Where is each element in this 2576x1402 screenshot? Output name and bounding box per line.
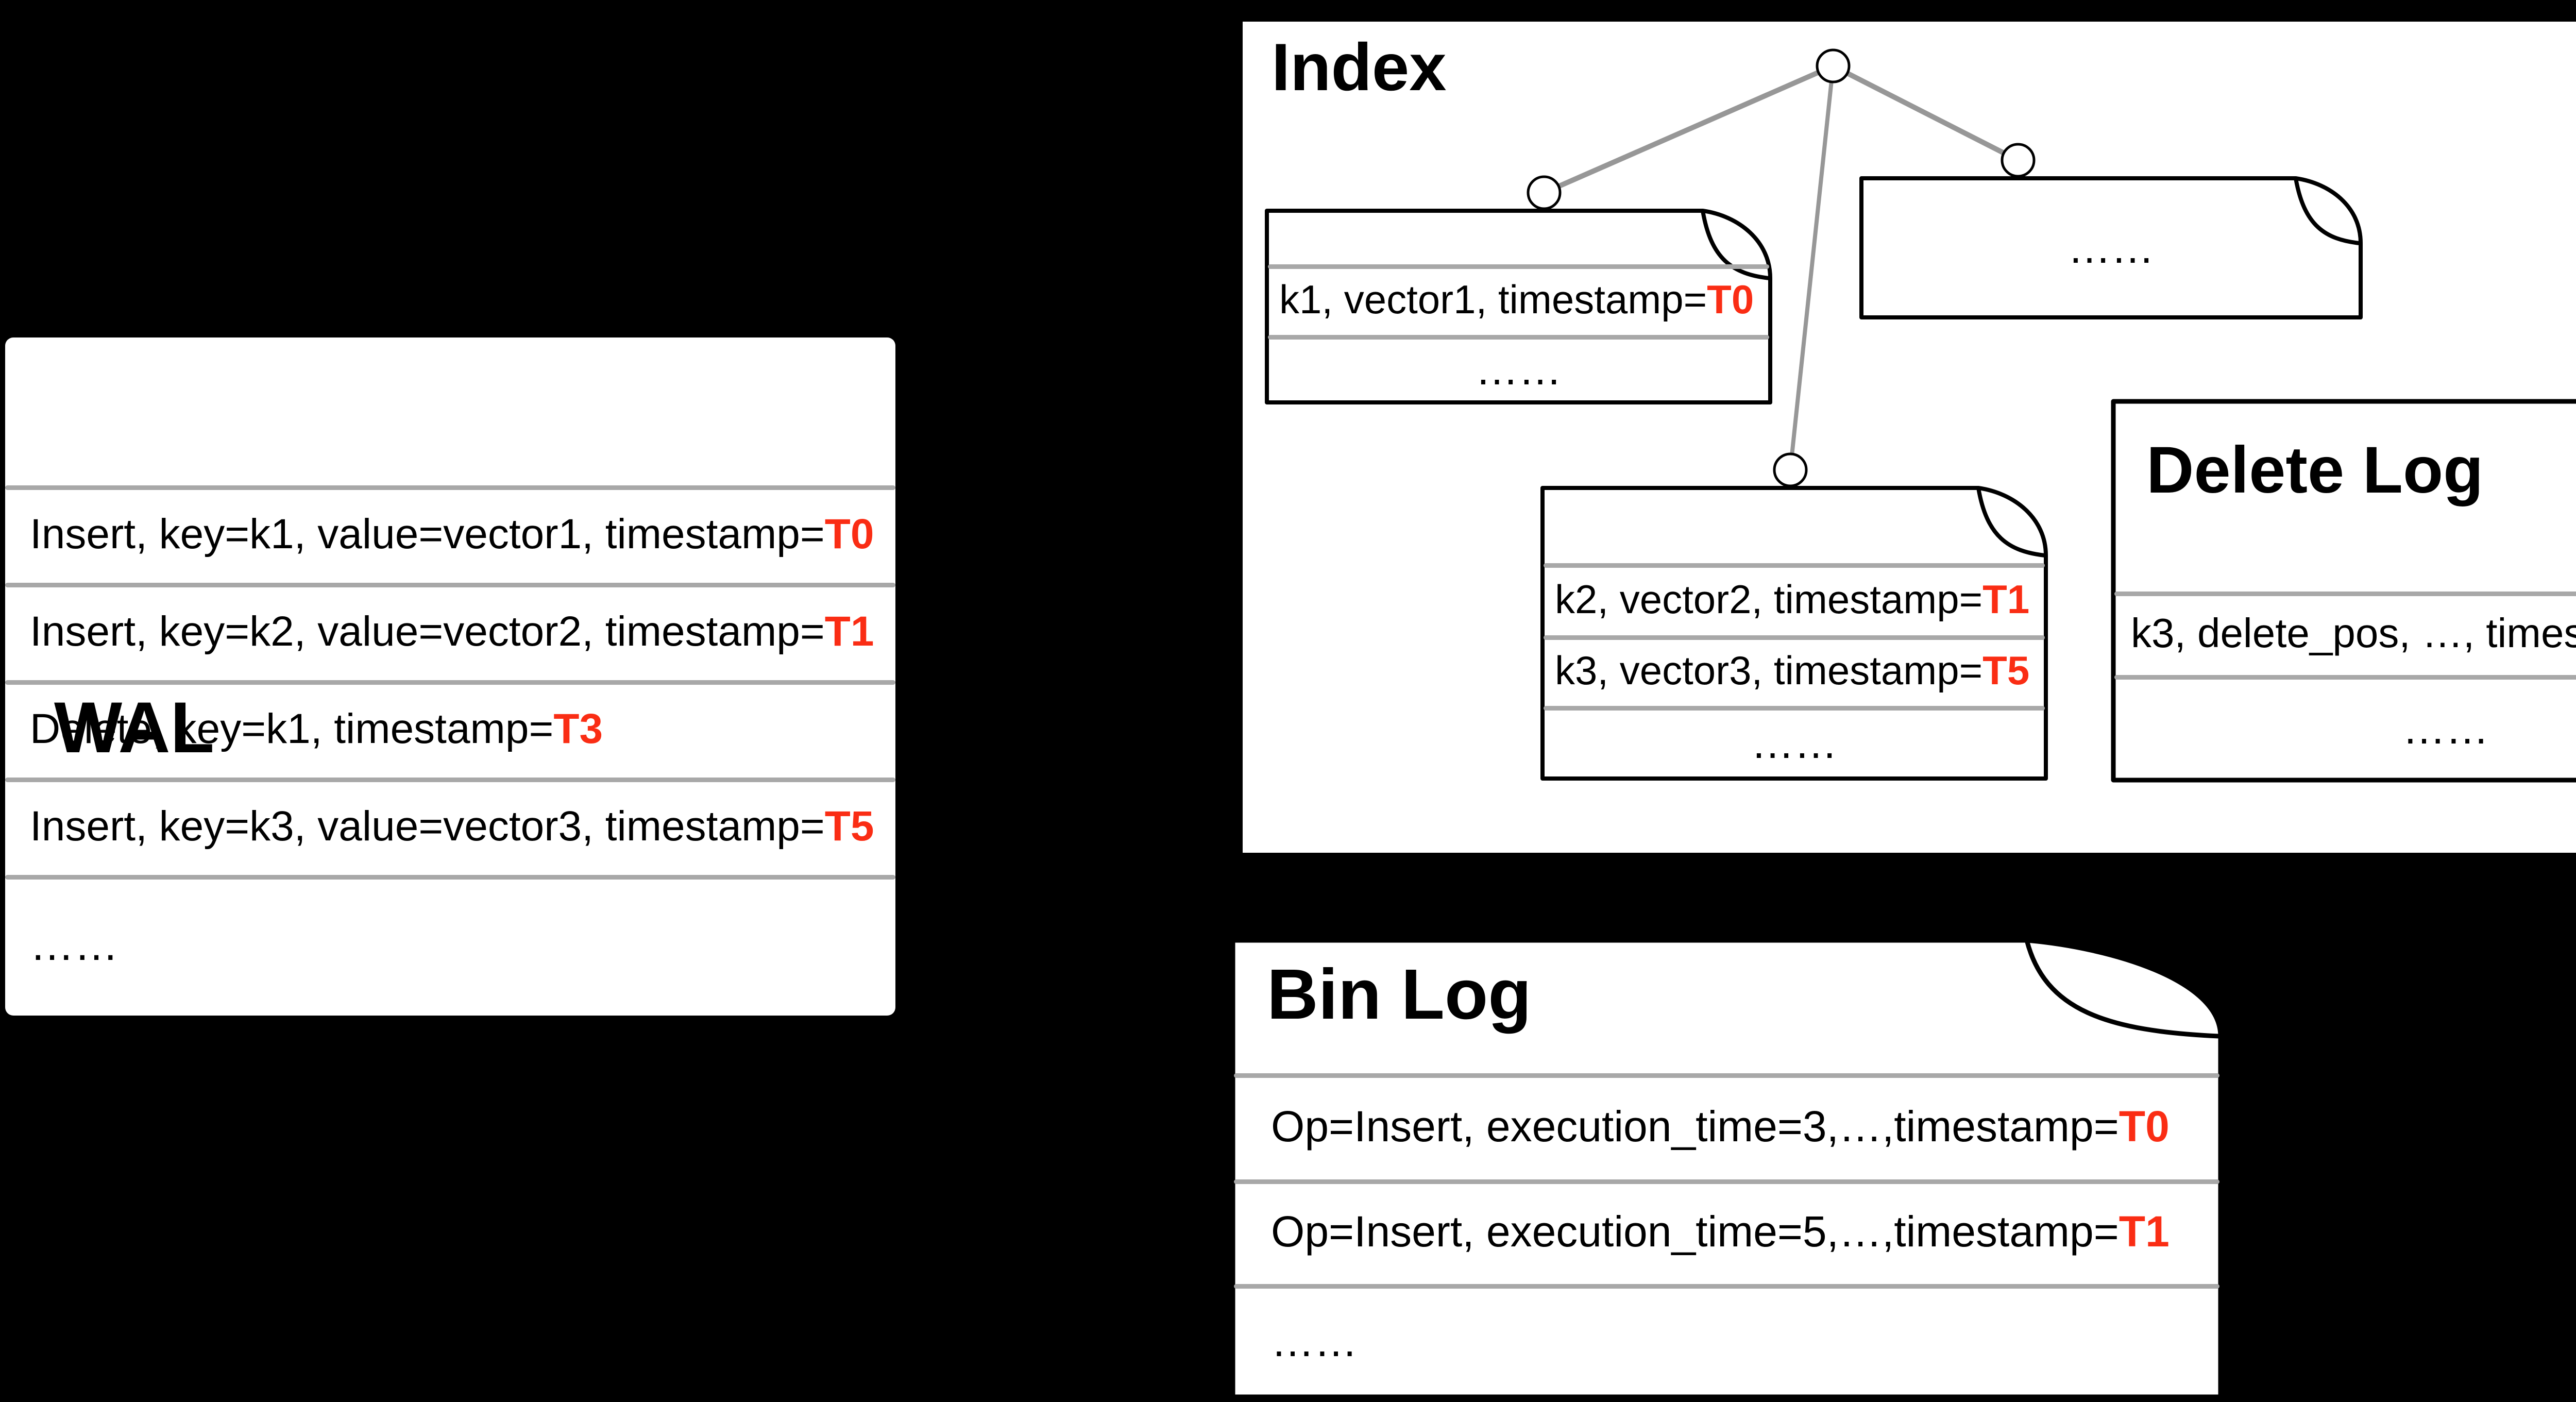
row-separator	[1234, 1179, 2219, 1184]
segment-more-row: ……	[1751, 719, 1838, 767]
document-outline	[1265, 209, 1772, 404]
document-shape	[1230, 938, 2223, 1399]
bin-log-row: Op=Insert, execution_time=3,…,timestamp=…	[1231, 1073, 2223, 1179]
row-separator	[1544, 563, 2045, 568]
segment-row-text: k1, vector1, timestamp=	[1279, 277, 1707, 322]
wal-separator	[5, 583, 895, 587]
wal-row-text: Delete, key=k1, timestamp=	[30, 705, 554, 752]
bin-log-row-text: Op=Insert, execution_time=3,…,timestamp=	[1271, 1102, 2119, 1151]
segment-row: k3, vector3, timestamp=T5	[1540, 635, 2048, 706]
timestamp-badge: T5	[824, 802, 874, 850]
wal-more-row: ……	[30, 920, 118, 970]
row-separator	[2114, 592, 2576, 596]
delete-log-title: Delete Log	[2146, 433, 2484, 507]
index-segment-file-2: k2, vector2, timestamp=T1 k3, vector3, t…	[1540, 486, 2048, 781]
timestamp-badge: T0	[1707, 277, 1754, 322]
bin-log-more-row: ……	[1271, 1317, 1358, 1365]
segment-more-row: ……	[1475, 345, 1562, 394]
wal-row: Insert, key=k3, value=vector3, timestamp…	[5, 778, 895, 875]
wal-title: WAL	[54, 687, 215, 768]
document-shape	[1859, 176, 2363, 319]
document-outline	[1859, 176, 2363, 319]
row-separator	[1544, 635, 2045, 640]
segment-row: k2, vector2, timestamp=T1	[1540, 563, 2048, 635]
row-separator	[1268, 335, 1769, 340]
folded-corner-icon	[2294, 178, 2360, 245]
timestamp-badge: T5	[1982, 648, 2030, 693]
bin-log-file: Bin Log Op=Insert, execution_time=3,…,ti…	[1230, 938, 2223, 1399]
folded-corner-icon	[1701, 210, 1770, 280]
bin-log-title: Bin Log	[1267, 955, 1532, 1034]
document-shape	[1265, 209, 1772, 404]
index-segment-file-more: ……	[1859, 176, 2363, 319]
row-separator	[1544, 706, 2045, 711]
bin-log-row: Op=Insert, execution_time=5,…,timestamp=…	[1231, 1179, 2223, 1284]
wal-row: Insert, key=k2, value=vector2, timestamp…	[5, 583, 895, 680]
document-outline	[1230, 938, 2223, 1399]
wal-row: Delete, key=k1, timestamp=T3	[5, 680, 895, 778]
timestamp-badge: T0	[2119, 1102, 2170, 1151]
segment-row-text: k2, vector2, timestamp=	[1555, 576, 1983, 622]
wal-row: Insert, key=k1, value=vector1, timestamp…	[5, 485, 895, 583]
document-outline	[2111, 399, 2576, 783]
segment-row: k1, vector1, timestamp=T0	[1265, 264, 1772, 335]
bin-log-row-text: Op=Insert, execution_time=5,…,timestamp=	[1271, 1207, 2119, 1256]
timestamp-badge: T1	[824, 607, 874, 655]
row-separator	[1268, 264, 1769, 269]
folded-corner-icon	[1976, 487, 2045, 558]
wal-separator	[5, 778, 895, 782]
delete-log-more-row: ……	[2402, 704, 2489, 753]
timestamp-badge: T0	[824, 510, 874, 558]
segment-row-text: k3, vector3, timestamp=	[1555, 648, 1983, 693]
row-separator	[1234, 1284, 2219, 1289]
wal-panel: WAL Insert, key=k1, value=vector1, times…	[5, 337, 895, 1016]
delete-log-row: k3, delete_pos, …, timestamp=T3	[2111, 592, 2576, 675]
timestamp-badge: T1	[2119, 1207, 2170, 1256]
index-segment-file-1: k1, vector1, timestamp=T0 ……	[1265, 209, 1772, 404]
wal-separator	[5, 875, 895, 880]
wal-row-text: Insert, key=k3, value=vector3, timestamp…	[30, 802, 825, 850]
row-separator	[1234, 1073, 2219, 1078]
document-shape	[2111, 399, 2576, 783]
timestamp-badge: T1	[1982, 576, 2030, 622]
segment-more-row: ……	[2067, 223, 2155, 272]
wal-separator	[5, 485, 895, 490]
wal-row-text: Insert, key=k1, value=vector1, timestamp…	[30, 510, 825, 558]
timestamp-badge: T3	[553, 705, 603, 752]
folded-corner-icon	[2024, 939, 2219, 1039]
row-separator	[2114, 675, 2576, 680]
wal-row-text: Insert, key=k2, value=vector2, timestamp…	[30, 607, 825, 655]
wal-separator	[5, 680, 895, 685]
index-title: Index	[1272, 29, 1447, 105]
delete-log-file: Delete Log k3, delete_pos, …, timestamp=…	[2111, 399, 2576, 783]
delete-log-row-text: k3, delete_pos, …, timestamp=	[2131, 610, 2576, 656]
